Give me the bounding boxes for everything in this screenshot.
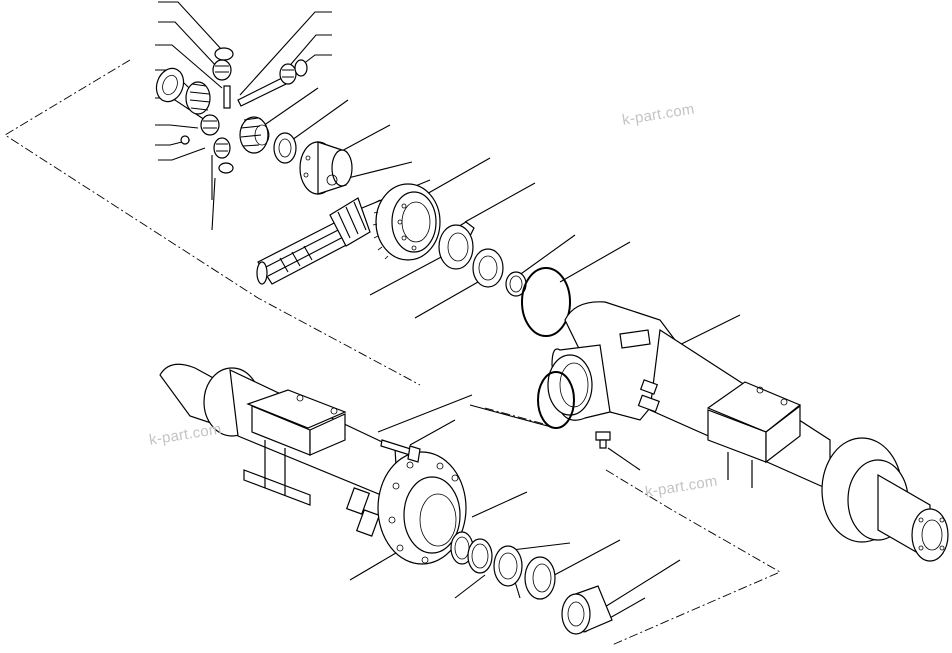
- differential-small-parts: [155, 47, 308, 174]
- differential-case: [299, 141, 353, 195]
- left-axle-housing: [159, 363, 467, 565]
- right-axle-housing: [537, 301, 949, 562]
- assembly-axis-lines: [4, 59, 782, 646]
- carrier-bearings-and-seals: [438, 221, 571, 337]
- ring-gear: [372, 183, 441, 261]
- pinion-shaft: [256, 197, 371, 285]
- hub-seals-bearing: [450, 531, 613, 635]
